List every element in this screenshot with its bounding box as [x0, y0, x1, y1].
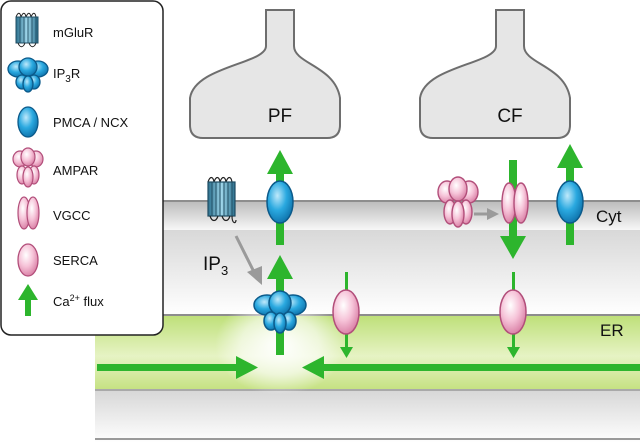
- mglur-icon: [15, 12, 39, 48]
- legend-label-ip3r: IP3R: [53, 66, 80, 85]
- cf-serca: [499, 289, 527, 335]
- legend-label-mglur: mGluR: [53, 25, 93, 40]
- ip3-label: IP3: [203, 254, 228, 278]
- er-right-arrowhead: [302, 356, 324, 379]
- pf-pmca-ncx: [266, 180, 294, 224]
- background-bands: [95, 200, 640, 443]
- pf-serca: [332, 289, 360, 335]
- outer-membrane-band: [95, 200, 640, 230]
- er-left-arrowhead: [236, 356, 258, 379]
- ca-flux-arrow-icon: [18, 284, 38, 316]
- legend-label-ampar: AMPAR: [53, 163, 98, 178]
- bottom-band: [95, 389, 640, 443]
- legend-label-pmca-ncx: PMCA / NCX: [53, 115, 128, 130]
- legend-label-ca-flux: Ca2+ flux: [53, 293, 104, 309]
- messenger-arrows: [234, 208, 499, 285]
- pf-extrusion-arrowhead: [267, 150, 293, 174]
- pf-label: PF: [268, 106, 292, 127]
- ip3r-icon: [7, 57, 49, 93]
- pf-release-arrowhead: [267, 255, 293, 279]
- pf-terminal: PF: [189, 9, 341, 139]
- cf-serca-arrowhead: [507, 347, 520, 358]
- vgcc-channel: [501, 182, 529, 224]
- mglur-receptor: [207, 176, 237, 224]
- er-lumen-band: [95, 316, 640, 389]
- ip3r-receptor: [253, 290, 307, 334]
- legend-label-serca: SERCA: [53, 253, 98, 268]
- cf-label: CF: [497, 106, 522, 127]
- er-region-label: ER: [600, 321, 624, 340]
- er-left-arrow-shaft: [97, 364, 239, 371]
- ampar-icon: [12, 147, 44, 188]
- legend-box: [0, 0, 164, 336]
- vgcc-icon: [17, 196, 40, 230]
- ampar-to-vgcc-arrowhead: [487, 208, 499, 220]
- ip3-arrowhead: [247, 266, 262, 285]
- cyt-region-label: Cyt: [596, 207, 622, 226]
- cytosol-band: [95, 230, 640, 315]
- legend-label-vgcc: VGCC: [53, 208, 91, 223]
- serca-icon: [17, 243, 39, 277]
- cf-pmca-ncx: [556, 180, 584, 224]
- pf-serca-arrowhead: [340, 347, 353, 358]
- er-right-arrow-shaft: [320, 364, 640, 371]
- cf-vgcc-arrowhead: [500, 236, 526, 259]
- legend: mGluR IP3R PMCA / NCX AMPAR: [0, 0, 164, 336]
- cf-terminal: CF: [419, 9, 571, 139]
- pmca-ncx-icon: [17, 106, 39, 138]
- cf-extrusion-arrowhead: [557, 144, 583, 168]
- ip3-arrow: [234, 235, 256, 273]
- ampar-receptor: [437, 176, 479, 228]
